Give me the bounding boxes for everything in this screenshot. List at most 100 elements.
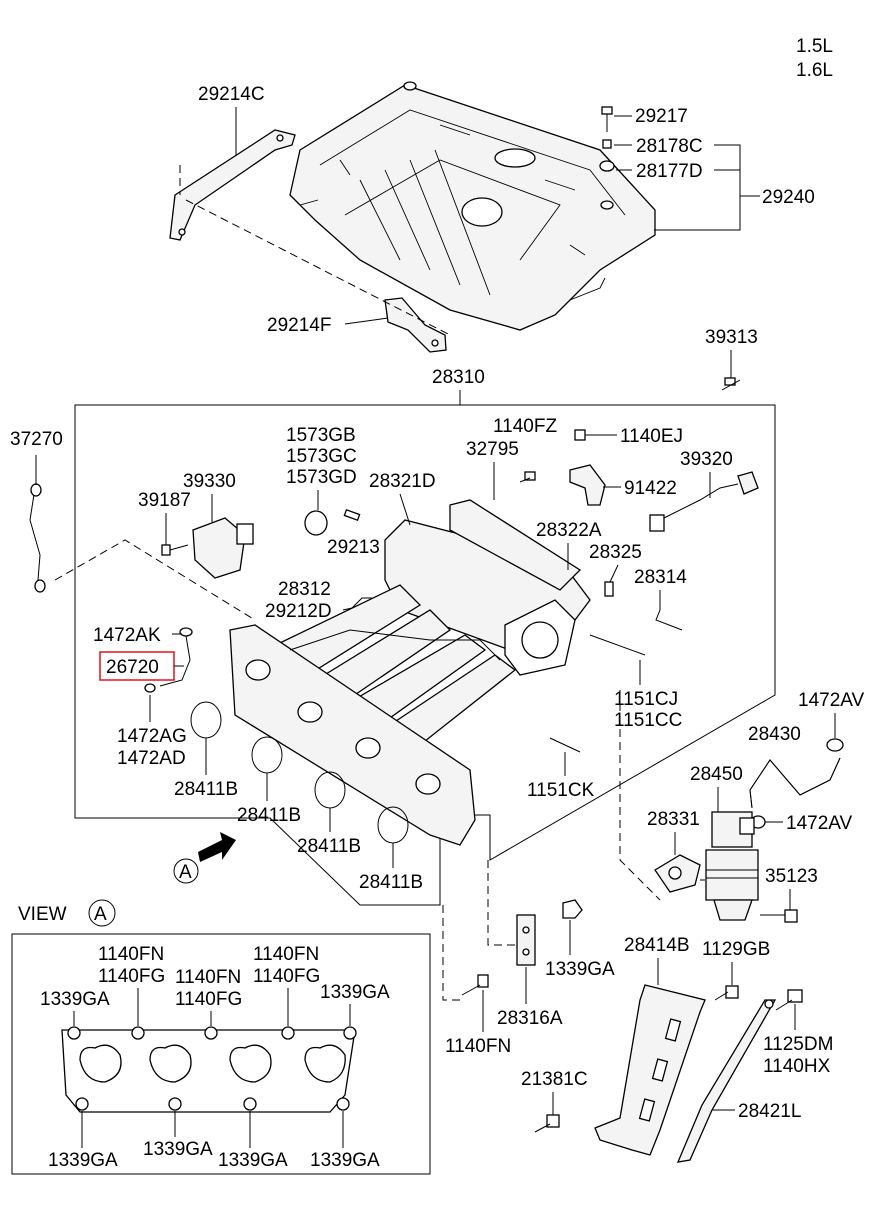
- view-a-gasket-illustration: [61, 1026, 357, 1113]
- label-28411B-1: 28411B: [174, 779, 238, 800]
- view-label-1140FN-b: 1140FN: [175, 967, 241, 988]
- label-1472AK: 1472AK: [93, 625, 161, 646]
- label-1140HX: 1140HX: [763, 1056, 831, 1077]
- gasket-28411b-3: [314, 771, 346, 809]
- bracket-28414b-illustration: [594, 984, 706, 1156]
- view-arrow-a: A: [173, 832, 236, 884]
- bracket-29214f-illustration: [384, 297, 447, 353]
- label-28316A: 28316A: [497, 1008, 563, 1029]
- view-label-1339GA-b4: 1339GA: [310, 1150, 380, 1171]
- view-label-1140FG-a: 1140FG: [98, 966, 165, 987]
- label-1472AG: 1472AG: [117, 726, 187, 747]
- pipe-28314-illustration: [655, 592, 683, 631]
- label-39313: 39313: [705, 327, 758, 348]
- label-1140FZ: 1140FZ: [493, 416, 557, 437]
- label-1573GB: 1573GB: [286, 425, 356, 446]
- label-28314: 28314: [634, 567, 687, 588]
- sensor-39330-illustration: [192, 517, 254, 579]
- view-label-1339GA-b2: 1339GA: [143, 1139, 213, 1160]
- plug-1573-illustration: [304, 510, 328, 536]
- view-a-frame: [11, 933, 431, 1175]
- label-1472AD: 1472AD: [117, 748, 186, 769]
- label-28325: 28325: [589, 542, 642, 563]
- view-label-1339GA-b1: 1339GA: [48, 1150, 118, 1171]
- label-28177D: 28177D: [636, 161, 703, 182]
- gasket-28411b-2: [251, 736, 283, 774]
- label-35123: 35123: [765, 866, 818, 887]
- bracket-28316a-illustration: [516, 914, 536, 966]
- view-label-1140FN-c: 1140FN: [253, 944, 319, 965]
- label-1129GB: 1129GB: [702, 939, 770, 960]
- label-28421L: 28421L: [738, 1101, 801, 1122]
- bolt-39187-illustration: [161, 544, 189, 556]
- bolt-1140fn-illustration: [461, 974, 489, 996]
- gasket-28411b-1: [190, 701, 222, 739]
- label-1151CK: 1151CK: [527, 780, 595, 801]
- label-28430: 28430: [748, 724, 801, 745]
- label-1339GA-mid: 1339GA: [545, 959, 615, 980]
- view-label-1339GA-tl: 1339GA: [40, 989, 110, 1010]
- engine-cover-illustration: [289, 81, 656, 331]
- part-28325-illustration: [604, 581, 614, 597]
- gasket-28331-illustration: [654, 854, 701, 893]
- bolt-1129gb-illustration: [714, 985, 739, 1001]
- pipe-29212d-illustration: [351, 597, 372, 609]
- clamp-1472av-a-illustration: [826, 738, 844, 752]
- bolt-32795-illustration: [519, 471, 536, 483]
- bolt-1125dm-illustration: [775, 989, 803, 1011]
- label-1472AV-a: 1472AV: [798, 690, 865, 711]
- label-1151CJ: 1151CJ: [614, 689, 678, 710]
- label-29213: 29213: [327, 537, 380, 558]
- pin-29213-illustration: [343, 508, 361, 522]
- label-1151CC: 1151CC: [614, 710, 682, 731]
- engine-size-2: 1.6L: [796, 60, 833, 81]
- label-28411B-4: 28411B: [359, 872, 423, 893]
- bolt-39313-illustration: [721, 377, 741, 391]
- label-28411B-3: 28411B: [297, 836, 361, 857]
- label-1140FN-mid: 1140FN: [445, 1036, 511, 1057]
- hose-26720-illustration: [144, 627, 193, 693]
- egr-valve-28450-illustration: [705, 811, 759, 921]
- label-28178C: 28178C: [636, 136, 703, 157]
- label-28310: 28310: [432, 367, 485, 388]
- label-28331: 28331: [647, 809, 700, 830]
- view-label-1339GA-b3: 1339GA: [218, 1150, 288, 1171]
- label-1125DM: 1125DM: [763, 1034, 833, 1055]
- label-39320: 39320: [680, 449, 733, 470]
- bolt-21381c-illustration: [534, 1114, 560, 1133]
- bolt-1140ej-illustration: [574, 429, 600, 441]
- wire-37270-illustration: [29, 483, 46, 593]
- view-letter: A: [94, 904, 107, 925]
- label-37270: 37270: [10, 429, 63, 450]
- label-32795: 32795: [466, 439, 519, 460]
- label-1573GC: 1573GC: [286, 446, 357, 467]
- label-28450: 28450: [690, 764, 743, 785]
- label-28414B: 28414B: [624, 935, 690, 956]
- label-39187: 39187: [138, 490, 191, 511]
- view-title: VIEW: [18, 904, 67, 925]
- view-label-1339GA-tr: 1339GA: [320, 982, 390, 1003]
- label-28312: 28312: [278, 579, 331, 600]
- label-21381C: 21381C: [521, 1069, 588, 1090]
- label-28322A: 28322A: [536, 520, 602, 541]
- stay-28421l-illustration: [676, 999, 777, 1163]
- arrow-letter: A: [179, 862, 192, 883]
- label-29214C: 29214C: [198, 84, 265, 105]
- bolt-29217-illustration: [599, 106, 615, 172]
- bracket-29214c-illustration: [169, 129, 296, 241]
- view-label-1140FG-b: 1140FG: [175, 989, 242, 1010]
- intake-manifold-illustration: [229, 499, 646, 846]
- view-letter-circle: [88, 899, 116, 927]
- label-28321D: 28321D: [369, 471, 436, 492]
- view-label-1140FN-a: 1140FN: [98, 944, 164, 965]
- hose-28430-illustration: [749, 757, 841, 809]
- nut-1339ga-illustration: [562, 899, 583, 919]
- label-39330: 39330: [183, 471, 236, 492]
- label-29214F: 29214F: [267, 315, 331, 336]
- label-1140EJ: 1140EJ: [620, 426, 683, 447]
- view-label-1140FG-c: 1140FG: [253, 966, 320, 987]
- engine-size-1: 1.5L: [796, 36, 833, 57]
- label-29217: 29217: [635, 106, 688, 127]
